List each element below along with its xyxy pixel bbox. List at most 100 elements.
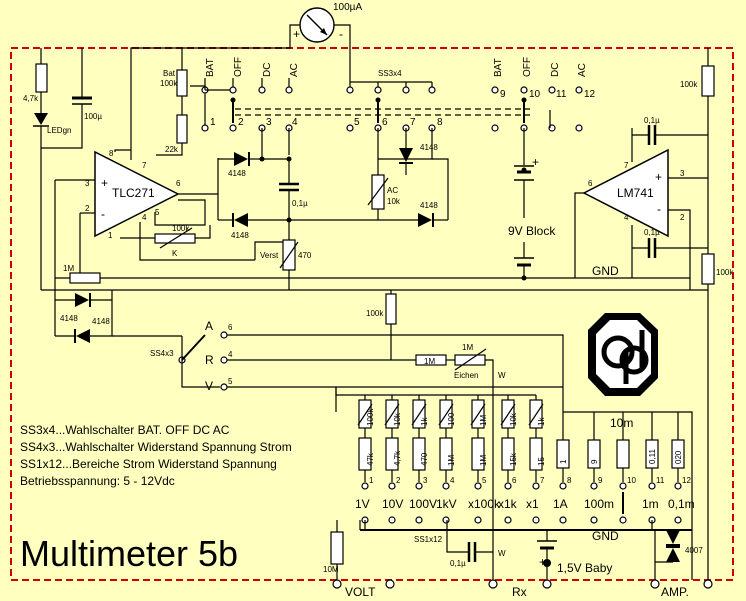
range-rail [335, 387, 536, 396]
bat-pot [176, 69, 188, 97]
range-label: 0,1m [668, 497, 695, 511]
switch-ss4x3[interactable]: SS4x3 A 6 R 4 V 5 [150, 319, 233, 393]
range-pot-wiper [438, 403, 454, 426]
range-contact [442, 482, 450, 490]
svg-text:5: 5 [155, 208, 160, 217]
range-res-label: 15k [509, 452, 518, 466]
sw-num-12: 12 [584, 89, 596, 100]
pos-ac: AC [289, 63, 300, 77]
pos-bat-r: BAT [493, 58, 504, 77]
range-label: 10V [382, 497, 403, 511]
range-number: 12 [682, 476, 691, 485]
svg-text:10k: 10k [387, 197, 401, 206]
range-label: 1V [355, 497, 370, 511]
svg-text:10M: 10M [323, 565, 339, 574]
range-number: 10 [627, 476, 636, 485]
shunt-label: 9 [590, 459, 599, 464]
range-contact [361, 482, 369, 490]
range-res-label: 47k [366, 452, 375, 466]
svg-text:Eichen: Eichen [454, 371, 478, 380]
svg-text:0,1µ: 0,1µ [292, 199, 308, 208]
range-pot-wiper [528, 403, 544, 426]
svg-text:W: W [498, 371, 506, 380]
range-label: 1A [553, 497, 568, 511]
resistor-100k-bottom [701, 253, 715, 285]
range-label: 1m [642, 497, 659, 511]
svg-text:VOLT: VOLT [345, 585, 376, 599]
pos-off-r: OFF [522, 57, 533, 77]
sw-num-2: 2 [238, 117, 244, 128]
range-number: 2 [396, 476, 401, 485]
svg-text:100k: 100k [172, 224, 190, 233]
svg-text:4148: 4148 [420, 143, 438, 152]
meter-minus: - [339, 27, 343, 41]
range-number: 5 [482, 476, 487, 485]
resistor-10m [330, 531, 344, 565]
diode-d4 [418, 213, 434, 227]
range-contact [504, 482, 512, 490]
resistor-100k-mid [385, 293, 397, 325]
range-number: 8 [567, 476, 572, 485]
svg-text:4148: 4148 [60, 314, 78, 323]
diode-d2 [232, 213, 248, 227]
terminal-amp[interactable]: AMP. [650, 579, 713, 599]
range-number: 6 [512, 476, 517, 485]
diode-d6 [74, 329, 90, 343]
range-contact [559, 482, 567, 490]
logo-gp [588, 313, 658, 396]
switch-ss3x4-right[interactable]: BAT OFF DC AC 9 10 11 12 [491, 57, 596, 132]
range-number: 9 [598, 476, 603, 485]
diode-d1 [234, 152, 250, 166]
svg-text:4: 4 [228, 350, 233, 359]
sw-num-4: 4 [292, 117, 298, 128]
meter-label: 100µA [333, 2, 362, 13]
svg-text:4148: 4148 [92, 317, 110, 326]
range-pot-wiper [411, 403, 427, 426]
range-label: x1k [498, 497, 518, 511]
sw-num-5: 5 [354, 117, 360, 128]
baby-cell-label: 1,5V Baby [557, 561, 612, 575]
range-label: x1 [526, 497, 539, 511]
range-label: 1kV [436, 497, 457, 511]
pos-dc: DC [262, 63, 273, 77]
ammeter-100ua: 100µA + - [293, 2, 362, 43]
bat-pot-label-1: Bat [163, 69, 176, 78]
terminal-rx[interactable]: Rx [488, 579, 552, 599]
range-contact-b [532, 516, 540, 524]
range-res-label: 4,7k [393, 450, 402, 466]
diode-d5 [75, 293, 91, 307]
switch-ss3x4-left[interactable]: BAT OFF DC AC 1 2 3 4 [201, 57, 300, 132]
shunts-label: 10m [610, 416, 633, 430]
range-label: 100m [584, 497, 614, 511]
range-pot-label: 1k [420, 417, 429, 426]
svg-text:4148: 4148 [231, 231, 249, 240]
svg-text:SS4x3: SS4x3 [150, 349, 174, 358]
range-res-label: 1M [447, 455, 456, 466]
diode-4007-a [666, 530, 680, 546]
led-icon [34, 113, 48, 125]
range-contact [532, 482, 540, 490]
range-number: 3 [423, 476, 428, 485]
range-contact-b [388, 516, 396, 524]
svg-text:100k: 100k [366, 309, 384, 318]
range-contact [648, 482, 656, 490]
svg-text:SS3x4...Wahlschalter BAT. OFF: SS3x4...Wahlschalter BAT. OFF DC AC [20, 423, 230, 437]
resistor-1m-feedback [69, 272, 101, 284]
svg-text:7: 7 [142, 161, 147, 170]
led-resistor [35, 63, 48, 93]
switch-ss3x4-middle[interactable]: SS3x4 5 6 7 8 [346, 69, 443, 132]
svg-text:-: - [101, 207, 105, 221]
range-pot-wiper [500, 403, 516, 426]
range-contact [590, 482, 598, 490]
range-number: 1 [369, 476, 374, 485]
shunt-resistor [616, 439, 630, 469]
svg-text:+: + [532, 155, 539, 169]
pos-bat: BAT [205, 58, 216, 77]
terminal-volt[interactable]: VOLT [332, 579, 395, 599]
lm741-label: LM741 [617, 186, 654, 200]
svg-text:1M: 1M [63, 264, 74, 273]
ss3x4-label: SS3x4 [378, 69, 402, 78]
